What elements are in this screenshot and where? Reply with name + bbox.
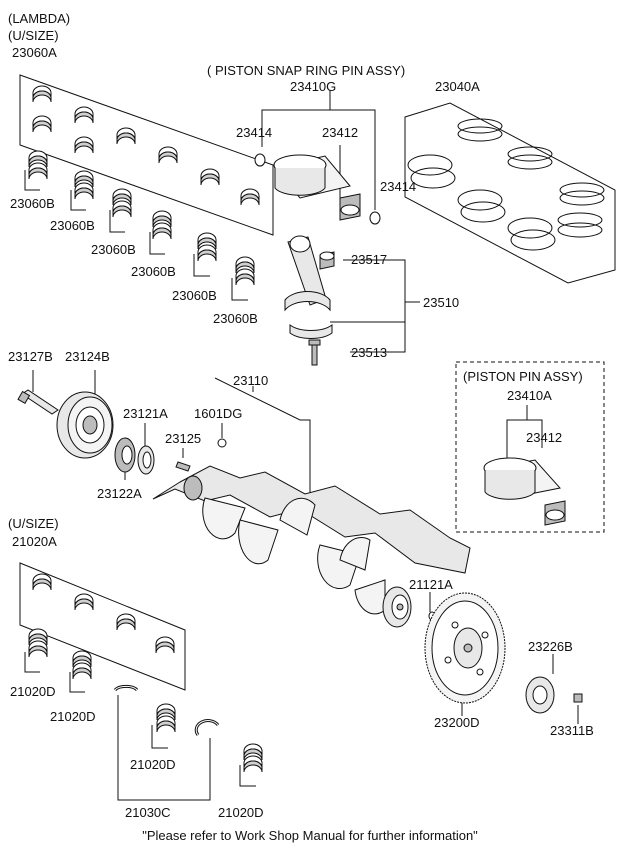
label-23410G: 23410G [290,79,337,94]
main-bearing-set-upper [19,74,274,236]
label-23200D: 23200D [434,715,480,730]
piston-pin-assy-box [455,361,605,533]
thrust-washers [113,684,220,801]
label-23060B-2: 23060B [50,218,95,233]
label-23060A: 23060A [12,45,57,60]
label-23121A: 23121A [123,406,168,421]
label-23040A: 23040A [435,79,480,94]
footer-note: "Please refer to Work Shop Manual for fu… [142,828,478,843]
piston-assembly-23410G [254,90,381,225]
label-23414-a: 23414 [236,125,273,140]
label-21020D-3: 21020D [130,757,176,772]
label-23060B-1: 23060B [10,196,55,211]
label-21020D-4: 21020D [218,805,264,820]
label-21121A: 21121A [409,577,453,592]
crankshaft [152,377,471,628]
label-23060B-6: 23060B [213,311,258,326]
label-23110: 23110 [233,373,269,388]
label-piston-pin-assy: (PISTON PIN ASSY) [463,369,583,384]
label-usize-top: (U/SIZE) [8,28,59,43]
label-23517: 23517 [351,252,388,267]
label-21020A: 21020A [12,534,57,549]
label-23122A: 23122A [97,486,142,501]
label-23412-b: 23412 [526,430,563,445]
label-23060B-5: 23060B [172,288,217,303]
label-23510: 23510 [423,295,460,310]
label-usize-bottom: (U/SIZE) [8,516,59,531]
crank-sprocket [114,423,155,480]
label-23410A: 23410A [507,388,552,403]
label-21020D-2: 21020D [50,709,96,724]
label-23060B-4: 23060B [131,264,176,279]
label-23414-b: 23414 [380,179,417,194]
label-23513: 23513 [351,345,388,360]
piston-ring-set [404,102,616,284]
adapter-plate [525,654,583,724]
label-1601DG: 1601DG [194,406,243,421]
label-21030C: 21030C [125,805,171,820]
flywheel-drive-plate [424,592,506,716]
crank-key [175,423,227,472]
label-23412-a: 23412 [322,125,359,140]
label-21020D-1: 21020D [10,684,56,699]
label-23127B: 23127B [8,349,53,364]
label-23125: 23125 [165,431,202,446]
connecting-rod [284,235,420,366]
label-piston-snap-ring-pin-assy: ( PISTON SNAP RING PIN ASSY) [207,63,406,78]
label-23226B: 23226B [528,639,573,654]
label-23311B: 23311B [550,723,594,738]
label-23124B: 23124B [65,349,110,364]
label-23060B-3: 23060B [91,242,136,257]
label-lambda: (LAMBDA) [8,11,71,26]
main-bearing-set-lower [19,562,263,787]
crankshaft-pulley [17,370,114,459]
bearing-23060B-set [24,150,255,301]
